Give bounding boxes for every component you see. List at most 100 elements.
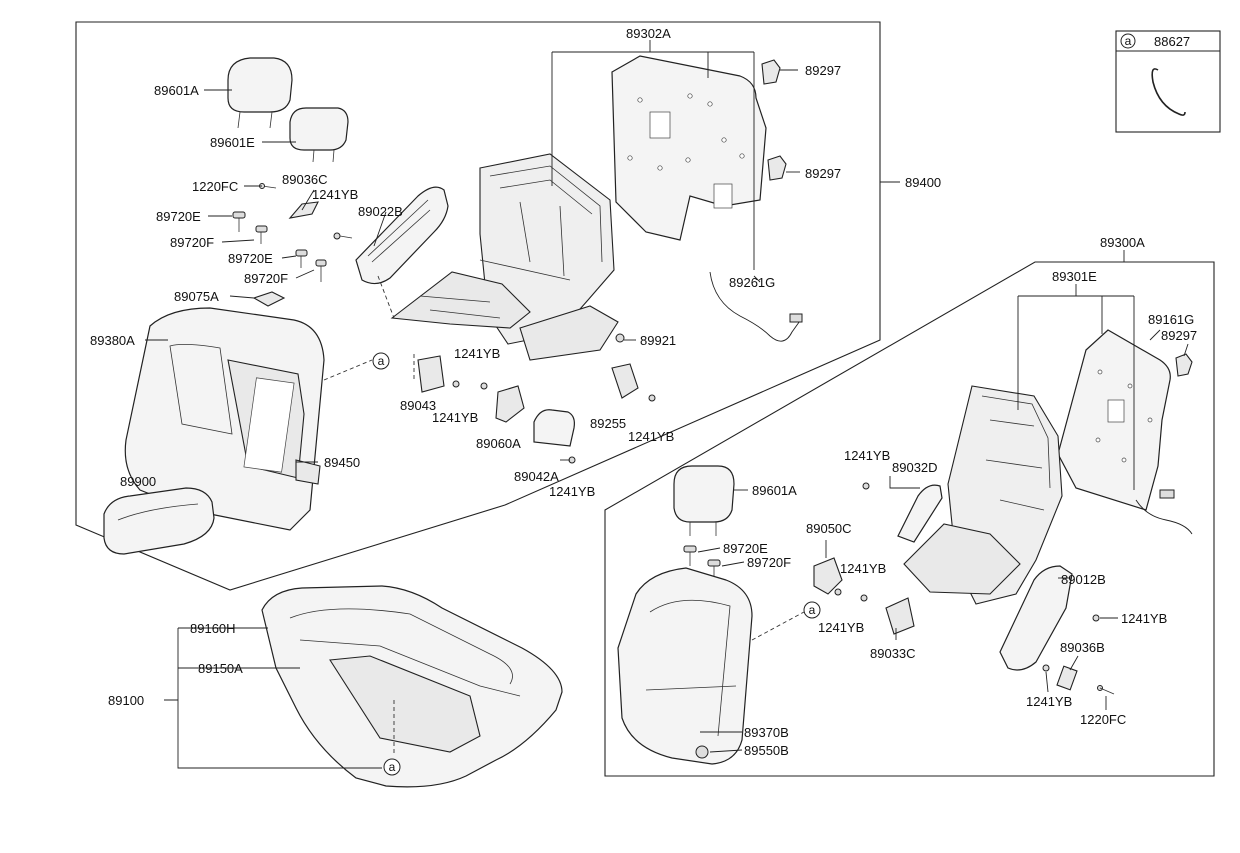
bolt-89921-icon xyxy=(615,333,625,343)
cover-89042A xyxy=(533,409,575,447)
guide-89720E-b-icon xyxy=(295,249,308,268)
bracket-89033C xyxy=(885,597,915,635)
right-back-panel-89301E xyxy=(1057,329,1171,511)
guide-89720E-icon xyxy=(232,211,246,232)
guide-89720F-c-icon xyxy=(707,559,721,580)
headrest-89601E xyxy=(289,107,349,163)
label-1241YB-f: 1241YB xyxy=(844,448,890,463)
pad-89075A xyxy=(252,291,286,307)
label-89900: 89900 xyxy=(120,474,156,489)
seat-cushion-89100 xyxy=(261,585,563,788)
label-89921: 89921 xyxy=(640,333,676,348)
label-89720E-c: 89720E xyxy=(723,541,768,556)
label-89042A: 89042A xyxy=(514,469,559,484)
label-89261G: 89261G xyxy=(729,275,775,290)
label-89012B: 89012B xyxy=(1061,572,1106,587)
seatback-cushion-89380A xyxy=(124,307,325,531)
armrest-89900 xyxy=(103,487,215,555)
label-89060A: 89060A xyxy=(476,436,521,451)
label-89720F-c: 89720F xyxy=(747,555,791,570)
label-89050C: 89050C xyxy=(806,521,852,536)
guide-89720F-icon xyxy=(255,225,268,244)
label-1241YB-e: 1241YB xyxy=(549,484,595,499)
bolt-1241YB-icon xyxy=(333,232,353,240)
label-89601A: 89601A xyxy=(154,83,199,98)
label-89161G: 89161G xyxy=(1148,312,1194,327)
label-89032D: 89032D xyxy=(892,460,938,475)
bolt-icon xyxy=(834,588,842,596)
leader-lines xyxy=(145,40,1189,769)
guide-89720E-c-icon xyxy=(683,545,697,566)
label-89720F-b: 89720F xyxy=(244,271,288,286)
label-89601A-b: 89601A xyxy=(752,483,797,498)
label-89720E-b: 89720E xyxy=(228,251,273,266)
upper-left-assembly-frame xyxy=(75,21,881,591)
label-1241YB-g: 1241YB xyxy=(840,561,886,576)
clip-89297-icon xyxy=(761,59,781,85)
side-trim-89032D xyxy=(897,484,943,543)
headrest-89601A xyxy=(227,57,293,129)
bracket-89036B xyxy=(1056,665,1078,691)
label-89033C: 89033C xyxy=(870,646,916,661)
bolt-icon xyxy=(452,380,460,388)
bracket-89060A xyxy=(495,385,525,423)
bracket-89043 xyxy=(417,355,445,393)
clip-89297-c-icon xyxy=(1175,353,1193,377)
label-89550B: 89550B xyxy=(744,743,789,758)
label-89036B: 89036B xyxy=(1060,640,1105,655)
label-89601E: 89601E xyxy=(210,135,255,150)
label-89720F: 89720F xyxy=(170,235,214,250)
connector-icon xyxy=(789,313,803,323)
right-assembly-frame xyxy=(604,261,1215,777)
label-89400: 89400 xyxy=(905,175,941,190)
label-89036C: 89036C xyxy=(282,172,328,187)
legend-box xyxy=(1115,30,1221,133)
right-seatback-cushion-89370B xyxy=(617,567,753,765)
label-89160H: 89160H xyxy=(190,621,236,636)
label-89301E: 89301E xyxy=(1052,269,1097,284)
label-89297-c: 89297 xyxy=(1161,328,1197,343)
label-89450: 89450 xyxy=(324,455,360,470)
label-1220FC: 1220FC xyxy=(192,179,238,194)
right-seatback-frame xyxy=(903,385,1063,605)
armrest-trim-89450 xyxy=(295,459,321,485)
callout-marker-a-3: a xyxy=(383,758,401,776)
label-89300A: 89300A xyxy=(1100,235,1145,250)
label-89720E: 89720E xyxy=(156,209,201,224)
wiring-89261G-icon xyxy=(709,271,803,342)
bracket-89036C-icon xyxy=(288,201,319,219)
screw-1220FC-b-icon xyxy=(1097,685,1115,695)
svg-text:a: a xyxy=(389,760,396,774)
bolt-icon xyxy=(480,382,488,390)
label-89302A: 89302A xyxy=(626,26,671,41)
guide-89720F-b-icon xyxy=(315,259,327,282)
legend-marker: a xyxy=(1120,33,1136,49)
label-1241YB: 1241YB xyxy=(312,187,358,202)
label-89380A: 89380A xyxy=(90,333,135,348)
bolt-icon xyxy=(1092,614,1100,622)
bolt-icon xyxy=(1042,664,1050,672)
label-1241YB-c: 1241YB xyxy=(432,410,478,425)
connector-b-icon xyxy=(1159,489,1175,499)
back-panel-89302A xyxy=(611,55,767,241)
right-headrest-89601A xyxy=(673,465,735,536)
label-89100: 89100 xyxy=(108,693,144,708)
label-1241YB-j: 1241YB xyxy=(1026,694,1072,709)
label-89150A: 89150A xyxy=(198,661,243,676)
bracket-89050C xyxy=(813,557,843,595)
label-1220FC-b: 1220FC xyxy=(1080,712,1126,727)
label-89297: 89297 xyxy=(805,63,841,78)
legend-part-number: 88627 xyxy=(1154,34,1190,49)
label-1241YB-d: 1241YB xyxy=(628,429,674,444)
bracket-89255 xyxy=(611,363,639,399)
bolt-icon xyxy=(860,594,868,602)
clip-89297-b-icon xyxy=(767,155,787,181)
bolt-icon xyxy=(648,394,656,402)
label-89022B: 89022B xyxy=(358,204,403,219)
wiring-89161G-icon xyxy=(1135,499,1193,535)
svg-text:a: a xyxy=(378,354,385,368)
callout-marker-a-2: a xyxy=(803,601,821,619)
svg-text:a: a xyxy=(1125,34,1132,48)
